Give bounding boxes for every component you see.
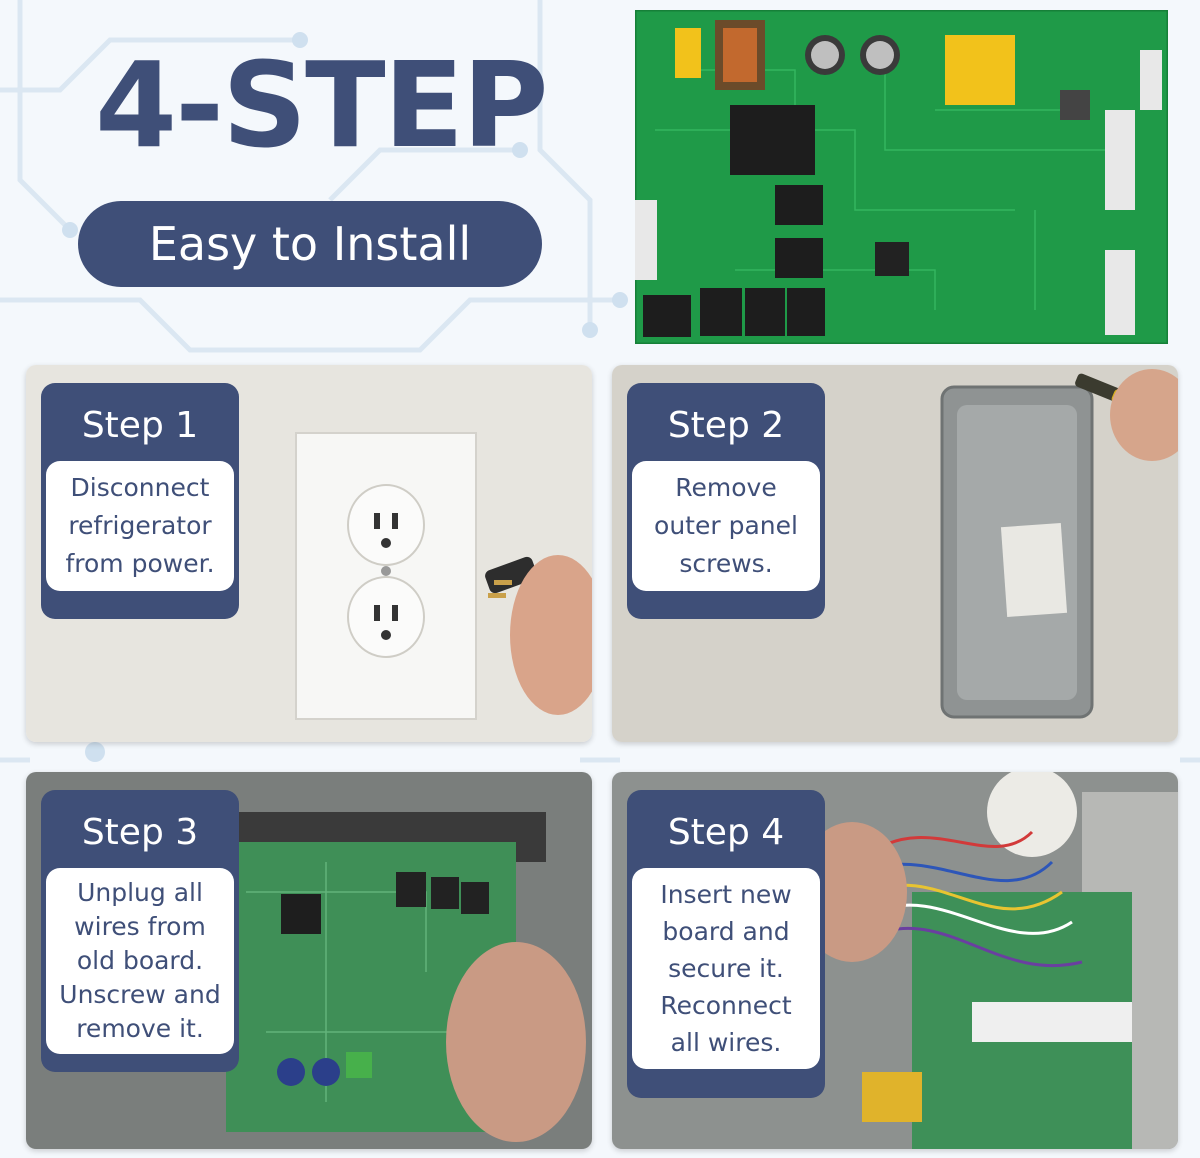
desc-line: secure it. (668, 954, 784, 983)
page-title: 4-STEP (95, 36, 549, 174)
subtitle-text: Easy to Install (148, 217, 472, 271)
desc-line: old board. (76, 946, 204, 975)
step-description: Insert new board and secure it. Reconnec… (632, 868, 820, 1069)
step-card-4: Step 4 Insert new board and secure it. R… (612, 772, 1178, 1149)
desc-line: Insert new (660, 880, 792, 909)
step-title: Step 3 (81, 812, 199, 853)
step-label-3: Step 3 Unplug all wires from old board. … (41, 790, 239, 1072)
desc-line: screws. (679, 549, 773, 578)
step-description: Remove outer panel screws. (632, 461, 820, 591)
desc-line: board and (662, 917, 790, 946)
step-description: Unplug all wires from old board. Unscrew… (46, 868, 234, 1054)
step-card-2: Step 2 Remove outer panel screws. (612, 365, 1178, 742)
desc-line: from power. (65, 549, 215, 578)
desc-line: remove it. (76, 1014, 204, 1043)
desc-line: outer panel (654, 511, 798, 540)
control-board-image (635, 10, 1168, 344)
step-title: Step 4 (667, 812, 785, 853)
desc-line: Unplug all (77, 878, 203, 907)
step-label-1: Step 1 Disconnect refrigerator from powe… (41, 383, 239, 619)
step-title: Step 1 (81, 405, 199, 446)
step-card-3: Step 3 Unplug all wires from old board. … (26, 772, 592, 1149)
desc-line: all wires. (670, 1028, 782, 1057)
desc-line: wires from (74, 912, 206, 941)
step-label-2: Step 2 Remove outer panel screws. (627, 383, 825, 619)
step-title: Step 2 (667, 405, 785, 446)
desc-line: Reconnect (660, 991, 792, 1020)
step-label-4: Step 4 Insert new board and secure it. R… (627, 790, 825, 1098)
step-card-1: Step 1 Disconnect refrigerator from powe… (26, 365, 592, 742)
step-description: Disconnect refrigerator from power. (46, 461, 234, 591)
desc-line: Remove (675, 473, 777, 502)
subtitle-pill: Easy to Install (78, 201, 542, 287)
desc-line: Unscrew and (59, 980, 221, 1009)
desc-line: Disconnect (70, 473, 210, 502)
desc-line: refrigerator (68, 511, 212, 540)
